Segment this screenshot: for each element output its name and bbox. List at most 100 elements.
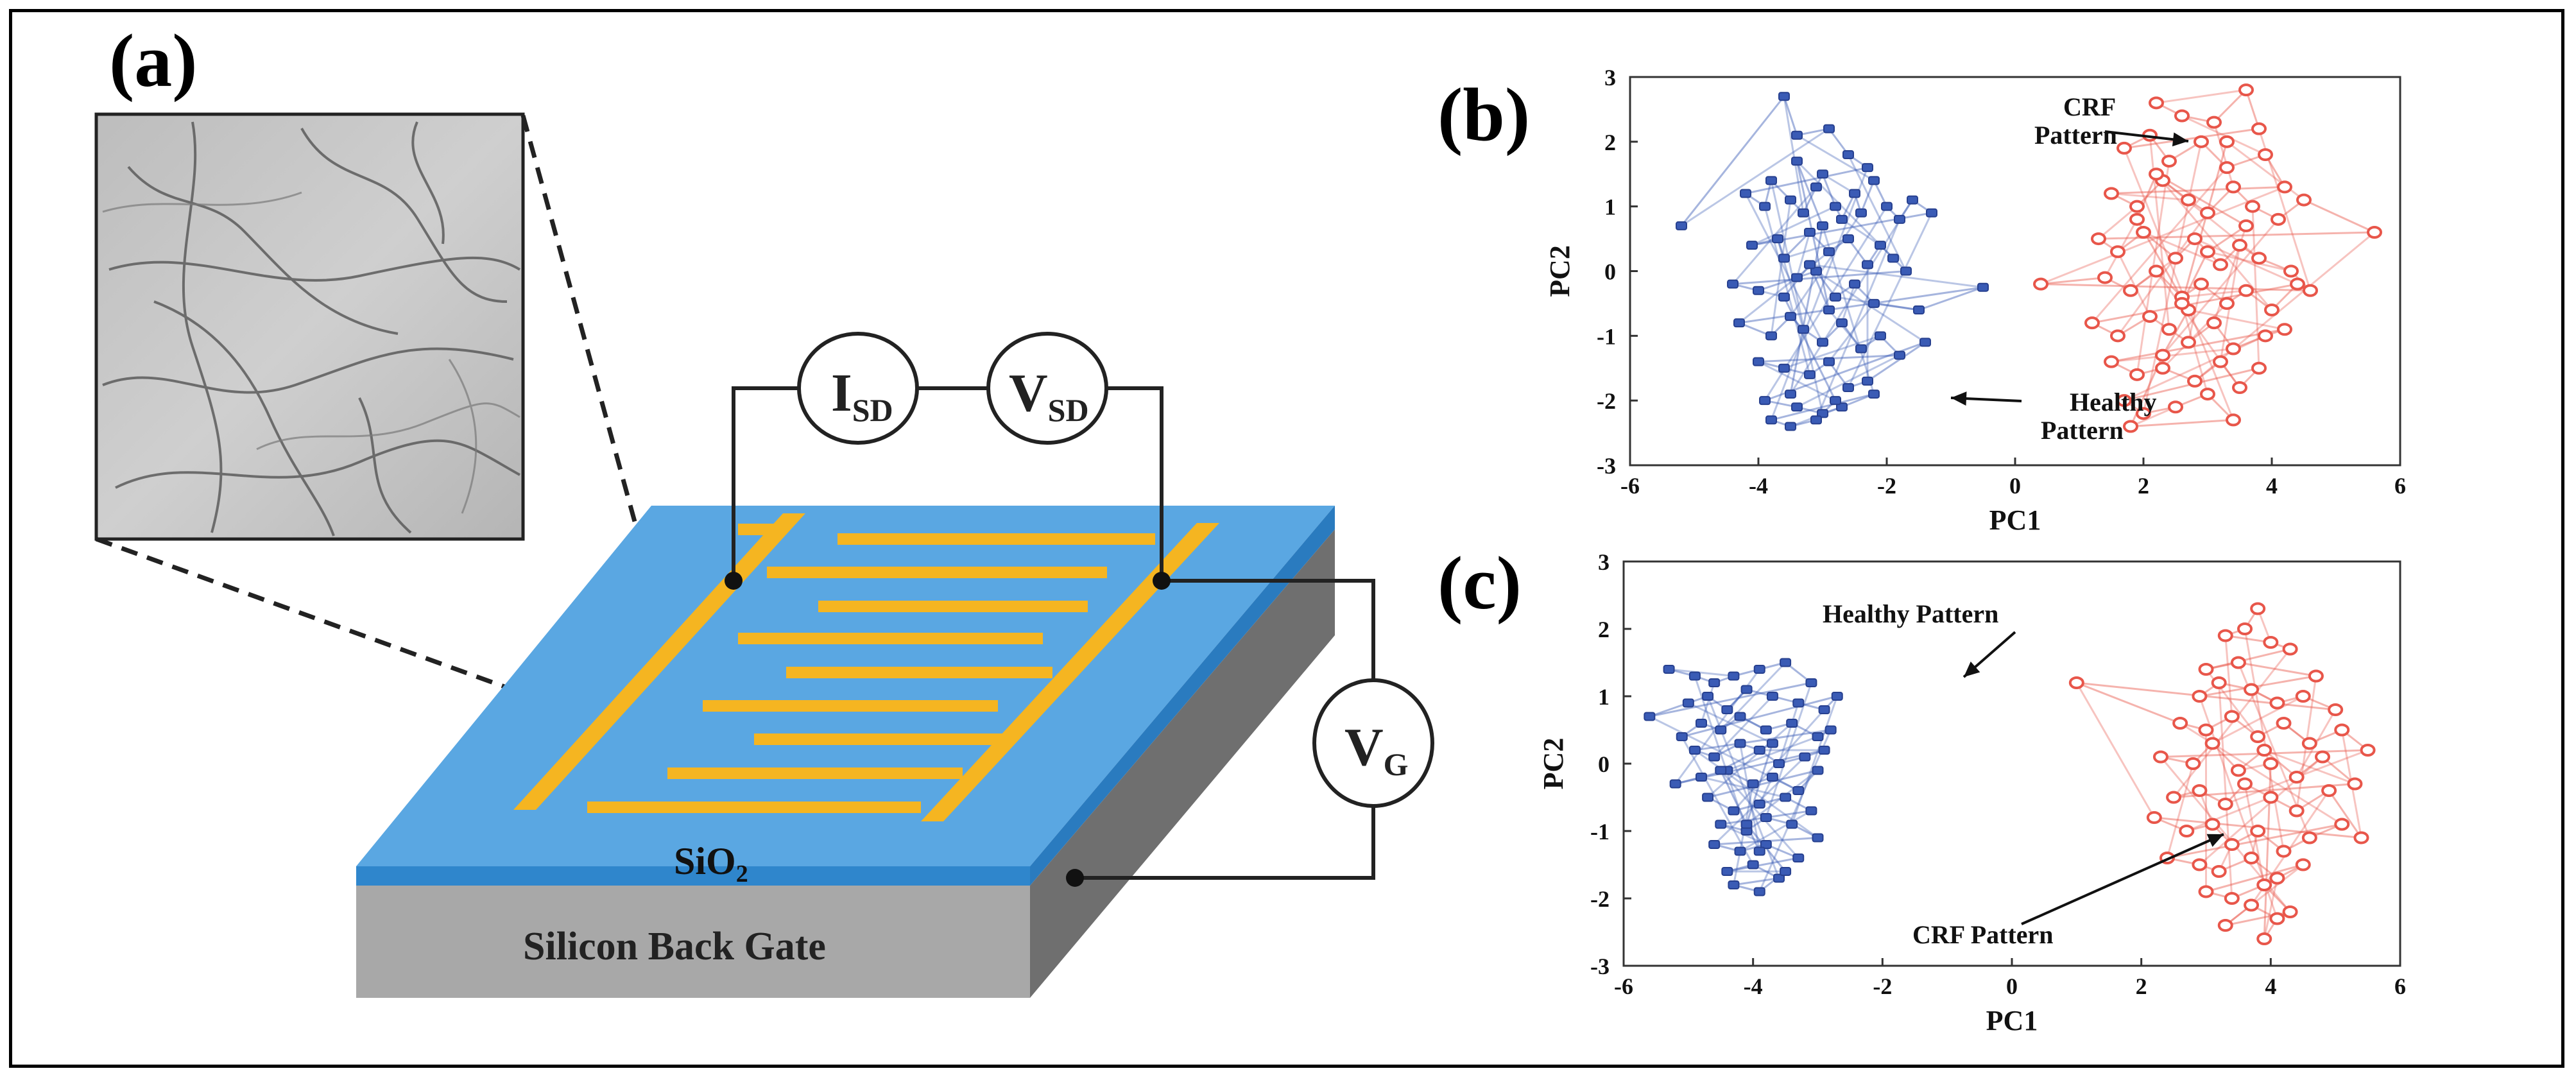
data-point [2250, 825, 2266, 837]
y-axis-label: PC2 [1538, 738, 1569, 790]
series-line [1796, 232, 1811, 278]
y-tick-label: 1 [1604, 194, 1616, 220]
series-line [1681, 736, 1754, 866]
data-point [1753, 887, 1765, 896]
x-tick-label: -2 [1873, 973, 1892, 999]
panel-a-label: (a) [109, 19, 198, 103]
data-point [1708, 840, 1721, 849]
data-point [2303, 284, 2318, 297]
x-tick-label: 2 [2136, 973, 2147, 999]
series-line [1720, 662, 1787, 731]
x-tick-label: 0 [2009, 473, 2021, 499]
data-point [2206, 316, 2222, 330]
series-line [1758, 277, 1798, 292]
data-point [2192, 858, 2208, 871]
data-point [1894, 350, 1905, 360]
data-point [1688, 671, 1701, 681]
series-line [1746, 743, 1774, 825]
data-point [2155, 348, 2170, 362]
vg-label: VG [1344, 717, 1409, 782]
annotation-text: Healthy [2070, 388, 2157, 416]
sem-micrograph [94, 112, 525, 541]
data-point [2250, 602, 2266, 615]
series-line [1681, 695, 1838, 738]
data-point [2149, 264, 2164, 278]
data-point [1849, 279, 1860, 289]
data-point [1676, 732, 1688, 741]
data-point [2206, 116, 2222, 129]
data-point [1881, 201, 1893, 211]
x-axis-label: PC1 [1986, 1005, 2038, 1036]
series-line [1789, 225, 1824, 395]
data-point [2232, 239, 2247, 252]
data-point [2269, 871, 2285, 885]
data-point [1778, 253, 1790, 263]
data-point [1702, 793, 1714, 802]
data-point [1785, 390, 1796, 399]
series-line [1828, 309, 1862, 350]
series-line [2124, 334, 2266, 402]
data-point [2155, 361, 2170, 375]
data-point [2179, 825, 2195, 837]
data-point [1818, 746, 1830, 755]
series-line [2130, 418, 2234, 427]
data-point [2250, 730, 2266, 743]
series-line [2156, 89, 2247, 104]
series-line [1841, 218, 1881, 246]
data-point [2277, 180, 2292, 194]
series-line [1790, 696, 1839, 825]
series-line [2111, 185, 2285, 194]
data-point [1823, 247, 1835, 257]
data-point [1759, 396, 1771, 406]
series-line [1739, 743, 1761, 852]
series-line [2181, 303, 2209, 395]
data-point [1798, 208, 1809, 218]
data-point [2198, 885, 2214, 898]
series-line [1771, 393, 1875, 421]
data-point [2211, 865, 2227, 878]
data-point [1900, 266, 1912, 276]
data-point [1817, 169, 1828, 179]
data-point [2161, 323, 2177, 336]
series-line [2040, 186, 2285, 286]
data-point [1786, 719, 1798, 728]
data-point [2328, 703, 2344, 716]
data-point [2237, 777, 2253, 791]
data-point [1740, 189, 1751, 198]
y-tick-label: -3 [1590, 954, 1610, 979]
series-line [2251, 206, 2260, 368]
data-point [2315, 750, 2330, 764]
data-point [1812, 766, 1824, 775]
data-point [1791, 130, 1803, 140]
data-point [2168, 252, 2183, 265]
annotation-text: CRF Pattern [1912, 920, 2054, 949]
series-line [1726, 735, 1819, 771]
series-line [2213, 122, 2235, 187]
data-point [1734, 846, 1746, 856]
data-point [1831, 692, 1843, 701]
data-point [1817, 409, 1828, 418]
data-point [2146, 811, 2162, 824]
x-tick-label: -6 [1614, 973, 1633, 999]
data-point [1663, 665, 1675, 674]
annotation-text: Pattern [2034, 121, 2117, 150]
data-point [1825, 725, 1837, 735]
data-point [1644, 712, 1656, 721]
series-line [1847, 154, 1907, 272]
data-point [2256, 879, 2272, 891]
data-point [2200, 245, 2215, 259]
data-point [1715, 819, 1727, 829]
data-point [1913, 305, 1925, 314]
data-point [1765, 415, 1777, 425]
data-point [2161, 155, 2177, 168]
series-line [2076, 681, 2181, 724]
series-line [1727, 857, 1799, 873]
data-point [1753, 665, 1765, 674]
data-point [1734, 739, 1746, 748]
data-point [1785, 312, 1796, 321]
data-point [2204, 737, 2220, 750]
series-line [2245, 89, 2260, 130]
data-point [1715, 766, 1727, 775]
data-point [1734, 712, 1746, 721]
data-point [2347, 777, 2363, 791]
